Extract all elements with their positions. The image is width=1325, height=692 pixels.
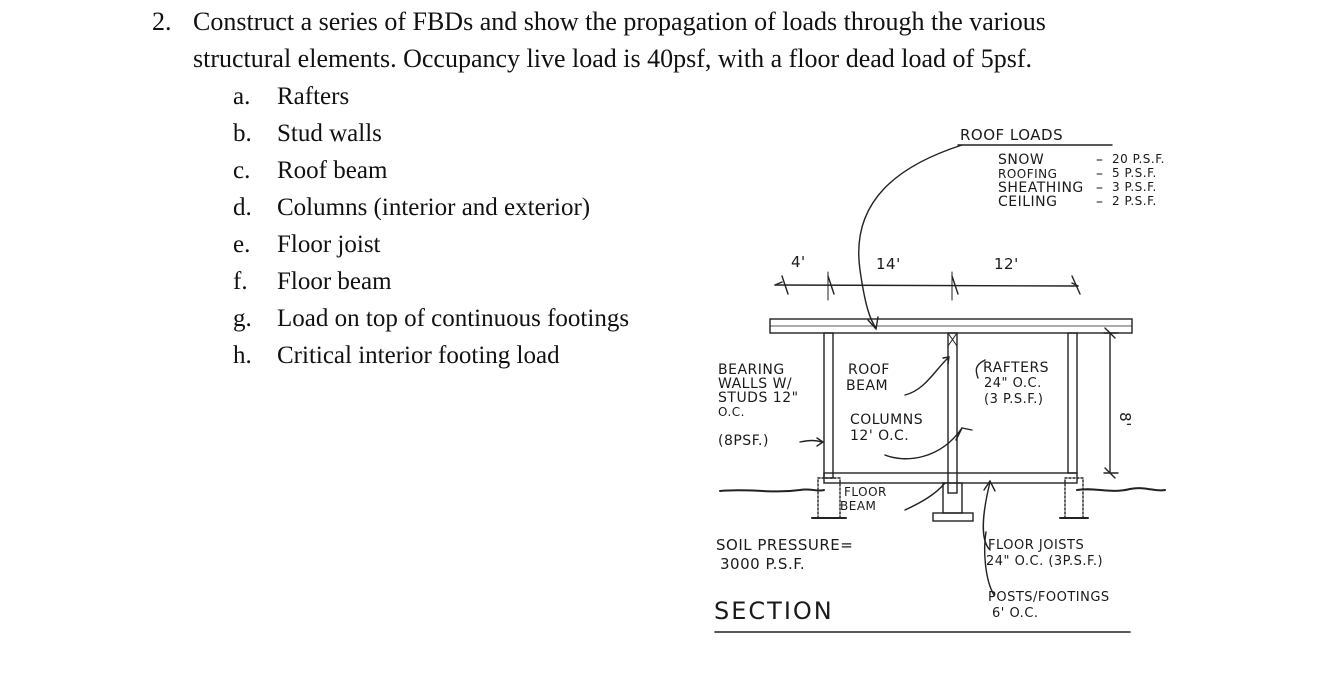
dimension-label: 14' (876, 255, 901, 273)
rafters-label: 24" O.C. (984, 376, 1042, 391)
floor-beam-label: BEAM (840, 499, 877, 513)
list-item: h. Critical interior footing load (233, 342, 560, 370)
list-item: a. Rafters (233, 83, 349, 111)
list-letter: a. (233, 83, 251, 110)
soil-pressure-label: SOIL PRESSURE= (716, 536, 854, 554)
roof-load-name: SNOW (998, 152, 1045, 168)
list-text: Rafters (277, 83, 350, 110)
bearing-walls-label: (8PSF.) (718, 433, 769, 449)
list-letter: e. (233, 231, 251, 258)
floor-beam-label: FLOOR (844, 485, 887, 499)
roof-load-name: SHEATHING (998, 180, 1084, 196)
section-drawing: ROOF LOADS SNOW ROOFING SHEATHING CEILIN… (700, 120, 1170, 640)
list-item: c. Roof beam (233, 157, 387, 185)
roof-load-value: 2 P.S.F. (1112, 194, 1157, 208)
list-text: Critical interior footing load (277, 342, 560, 369)
list-letter: f. (233, 268, 248, 295)
roof-load-name: ROOFING (998, 167, 1058, 181)
list-letter: b. (233, 120, 252, 147)
floor-joists-label: FLOOR JOISTS (988, 538, 1085, 553)
roof-load-dash: – (1096, 180, 1104, 196)
list-text: Columns (interior and exterior) (277, 194, 591, 221)
list-item: e. Floor joist (233, 231, 381, 259)
bearing-walls-label: WALLS W/ (718, 376, 793, 392)
list-text: Roof beam (277, 157, 388, 184)
roof-load-name: CEILING (998, 194, 1058, 210)
roof-load-value: 3 P.S.F. (1112, 180, 1157, 194)
list-item: d. Columns (interior and exterior) (233, 194, 590, 222)
posts-footings-label: 6' O.C. (992, 606, 1039, 621)
roof-load-dash: – (1096, 166, 1104, 182)
columns-label: COLUMNS (850, 412, 924, 428)
posts-footings-label: POSTS/FOOTINGS (988, 590, 1110, 605)
list-item: b. Stud walls (233, 120, 382, 148)
list-text: Load on top of continuous footings (277, 305, 630, 332)
list-text: Floor beam (277, 268, 392, 295)
bearing-walls-label: O.C. (718, 405, 745, 419)
soil-pressure-label: 3000 P.S.F. (720, 555, 806, 573)
section-title: SECTION (714, 597, 834, 625)
section-sketch (714, 144, 1166, 633)
roof-load-dash: – (1096, 194, 1104, 210)
problem-number: 2. (152, 7, 172, 36)
floor-joists-label: 24" O.C. (3P.S.F.) (986, 554, 1104, 569)
bearing-walls-label: BEARING (718, 362, 785, 378)
list-letter: h. (233, 342, 252, 369)
roof-beam-label: BEAM (846, 378, 889, 394)
roof-load-value: 5 P.S.F. (1112, 166, 1157, 180)
bearing-walls-label: STUDS 12" (718, 390, 799, 406)
roof-load-dash: – (1096, 152, 1104, 168)
list-item: f. Floor beam (233, 268, 392, 296)
dimension-label: 4' (791, 253, 806, 271)
problem-text-line-1: Construct a series of FBDs and show the … (193, 7, 1046, 36)
problem-text-line-2: structural elements. Occupancy live load… (193, 44, 1032, 73)
roof-loads-title: ROOF LOADS (960, 126, 1064, 144)
list-text: Stud walls (277, 120, 382, 147)
roof-beam-label: ROOF (848, 362, 890, 378)
roof-load-value: 20 P.S.F. (1112, 152, 1165, 166)
columns-label: 12' O.C. (850, 428, 910, 444)
rafters-label: (3 P.S.F.) (984, 392, 1044, 407)
list-letter: c. (233, 157, 251, 184)
dimension-label: 12' (994, 255, 1019, 273)
list-text: Floor joist (277, 231, 381, 258)
list-letter: g. (233, 305, 252, 332)
dimension-label: 8' (1115, 412, 1134, 427)
list-letter: d. (233, 194, 252, 221)
list-item: g. Load on top of continuous footings (233, 305, 629, 333)
rafters-label: RAFTERS (983, 360, 1050, 376)
